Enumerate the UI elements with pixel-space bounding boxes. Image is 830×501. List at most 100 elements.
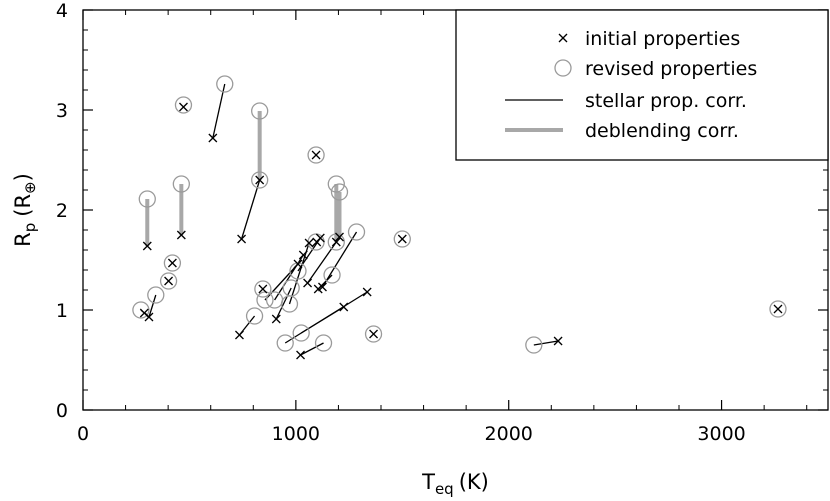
legend-item-deblend: deblending corr.	[505, 120, 739, 142]
revised-point	[254, 280, 272, 298]
y-axis-unit-open: (R	[11, 194, 35, 217]
legend-label: initial properties	[585, 28, 740, 50]
x-tick-label: 1000	[272, 423, 320, 445]
initial-point	[773, 304, 783, 314]
stellar-line	[148, 294, 157, 318]
revised-point	[163, 254, 182, 272]
revised-point	[174, 96, 193, 114]
cross-stroke	[369, 329, 379, 339]
y-tick-label: 3	[56, 100, 68, 122]
stellar-line	[212, 83, 226, 139]
revised-point	[393, 230, 411, 248]
initial-point	[369, 329, 379, 339]
revised-point	[245, 307, 264, 325]
cross-stroke	[176, 230, 186, 240]
x-axis-unit: (K)	[459, 470, 489, 494]
stellar-line	[533, 340, 559, 346]
legend-circle-icon	[554, 59, 572, 77]
cross-stroke	[234, 330, 244, 340]
revised-point	[327, 175, 345, 193]
revised-point	[323, 266, 341, 284]
cross-stroke	[362, 287, 372, 297]
initial-point	[167, 258, 177, 268]
cross-stroke	[553, 336, 563, 346]
x-tick-label: 3000	[697, 423, 745, 445]
initial-point	[362, 287, 372, 297]
cross-stroke	[258, 284, 268, 294]
legend: initial properties revised properties stel…	[455, 9, 829, 161]
initial-point	[335, 232, 344, 242]
revised-point	[132, 301, 150, 319]
initial-point	[296, 350, 305, 360]
cross-stroke	[303, 278, 313, 288]
revised-point	[159, 272, 178, 290]
y-tick-label: 1	[56, 300, 68, 322]
revised-point	[314, 334, 333, 352]
initial-point	[179, 102, 188, 112]
stellar-line	[300, 342, 324, 356]
stellar-line	[240, 179, 261, 240]
initial-point	[271, 314, 281, 324]
y-axis-subscript: p	[21, 223, 39, 233]
cross-stroke	[296, 350, 305, 360]
x-axis-symbol: T	[421, 470, 435, 494]
cross-stroke	[312, 237, 322, 247]
stellar-line	[275, 287, 292, 320]
legend-label: deblending corr.	[585, 120, 739, 142]
y-tick-label: 4	[56, 0, 68, 22]
cross-stroke	[208, 133, 218, 143]
revised-point	[147, 286, 165, 304]
y-tick-label: 2	[56, 200, 68, 222]
revised-point	[525, 336, 543, 354]
initial-point	[255, 175, 265, 185]
initial-point	[144, 312, 154, 322]
cross-stroke	[313, 284, 323, 294]
revised-point	[216, 75, 234, 93]
initial-point	[303, 278, 313, 288]
y-axis-unit-close: )	[11, 173, 35, 181]
x-tick-label: 0	[77, 423, 89, 445]
initial-point	[313, 284, 323, 294]
initial-point	[293, 259, 303, 269]
cross-stroke	[139, 308, 149, 318]
initial-point	[339, 302, 349, 312]
initial-point	[142, 241, 152, 251]
cross-stroke	[773, 304, 783, 314]
revised-point	[172, 175, 190, 193]
cross-stroke	[304, 238, 314, 248]
y-axis-label: Rp (R⊕)	[11, 173, 39, 247]
cross-stroke	[318, 282, 327, 292]
legend-label: stellar prop. corr.	[585, 90, 747, 112]
y-axis-symbol: R	[11, 232, 35, 247]
initial-point	[331, 237, 341, 247]
cross-stroke	[311, 150, 321, 160]
revised-point	[364, 325, 383, 343]
stellar-line	[297, 237, 321, 272]
revised-point	[292, 324, 310, 342]
earth-symbol: ⊕	[21, 181, 39, 194]
cross-stroke	[237, 234, 247, 244]
cross-stroke	[142, 241, 152, 251]
initial-point	[312, 237, 322, 247]
revised-point	[769, 300, 787, 318]
cross-stroke	[167, 258, 177, 268]
revised-point	[138, 190, 156, 208]
axis-ticks: 0 1000 2000 3000 0 1 2 3 4	[56, 0, 828, 445]
legend-item-initial: initial properties	[558, 28, 740, 50]
revised-point	[347, 223, 366, 241]
initial-point	[318, 282, 327, 292]
stellar-line	[284, 291, 368, 344]
initial-point	[164, 276, 174, 286]
y-tick-label: 0	[56, 400, 68, 422]
initial-markers	[139, 102, 783, 360]
initial-point	[237, 234, 247, 244]
cross-stroke	[558, 33, 568, 43]
cross-stroke	[331, 237, 341, 247]
revised-point	[289, 262, 307, 280]
legend-x-icon	[558, 33, 568, 43]
x-tick-label: 2000	[485, 423, 533, 445]
stellar-line	[321, 231, 358, 288]
legend-label: revised properties	[585, 58, 757, 80]
cross-stroke	[271, 314, 281, 324]
